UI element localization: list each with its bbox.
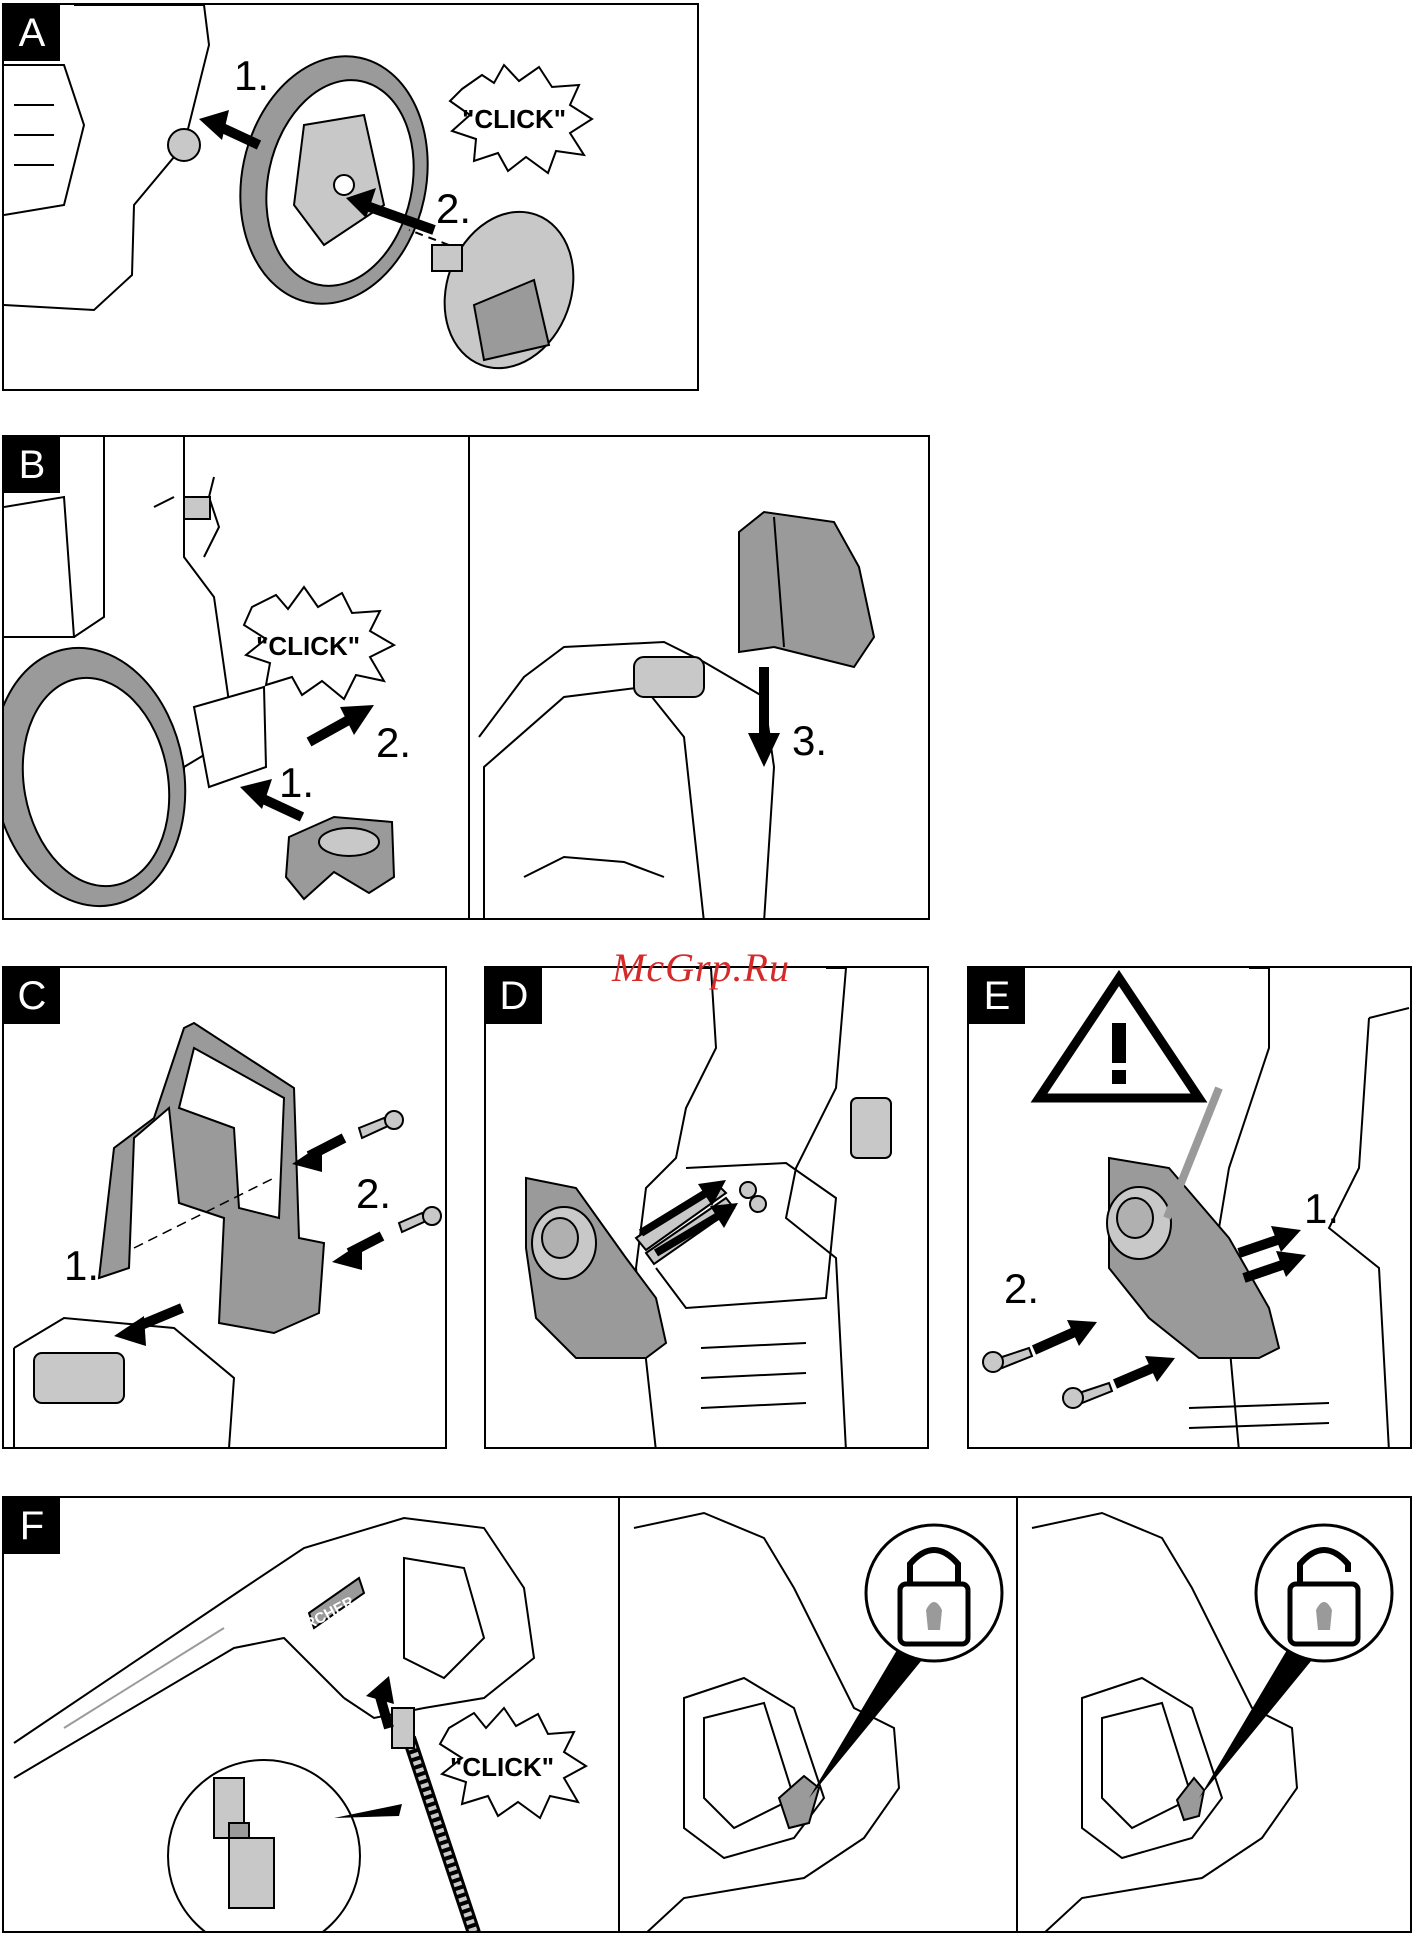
panel-b: B "CLICK" 1. 2. 3.: [2, 435, 930, 920]
panel-e-illustration: 1. 2.: [969, 968, 1412, 1449]
panel-a-step-1: 1.: [234, 52, 269, 99]
panel-f-click-text: "CLICK": [450, 1752, 554, 1782]
panel-b-step-1: 1.: [279, 759, 314, 806]
panel-e-step-2: 2.: [1004, 1265, 1039, 1312]
panel-c: C 1. 2.: [2, 966, 447, 1449]
watermark: McGrp.Ru: [612, 944, 790, 991]
brand-label: KÄRCHER: [283, 1593, 357, 1643]
panel-a-step-2: 2.: [436, 185, 471, 232]
panel-f: F KÄRCHER "CLICK": [2, 1496, 1412, 1933]
panel-e: E 1. 2.: [967, 966, 1412, 1449]
panel-c-illustration: 1. 2.: [4, 968, 447, 1449]
panel-f-illustration: KÄRCHER "CLICK": [4, 1498, 1412, 1933]
panel-d-illustration: [486, 968, 929, 1449]
panel-b-illustration: "CLICK" 1. 2. 3.: [4, 437, 930, 920]
panel-b-click-text: "CLICK": [256, 631, 360, 661]
panel-c-step-1: 1.: [64, 1242, 99, 1289]
panel-c-step-2: 2.: [356, 1170, 391, 1217]
panel-b-step-2: 2.: [376, 719, 411, 766]
panel-a-illustration: "CLICK" 1. 2.: [4, 5, 699, 391]
panel-b-step-3: 3.: [792, 717, 827, 764]
panel-a: A "CLICK" 1. 2.: [2, 3, 699, 391]
panel-d: D: [484, 966, 929, 1449]
panel-a-click-text: "CLICK": [462, 104, 566, 134]
panel-e-step-1: 1.: [1304, 1185, 1339, 1232]
